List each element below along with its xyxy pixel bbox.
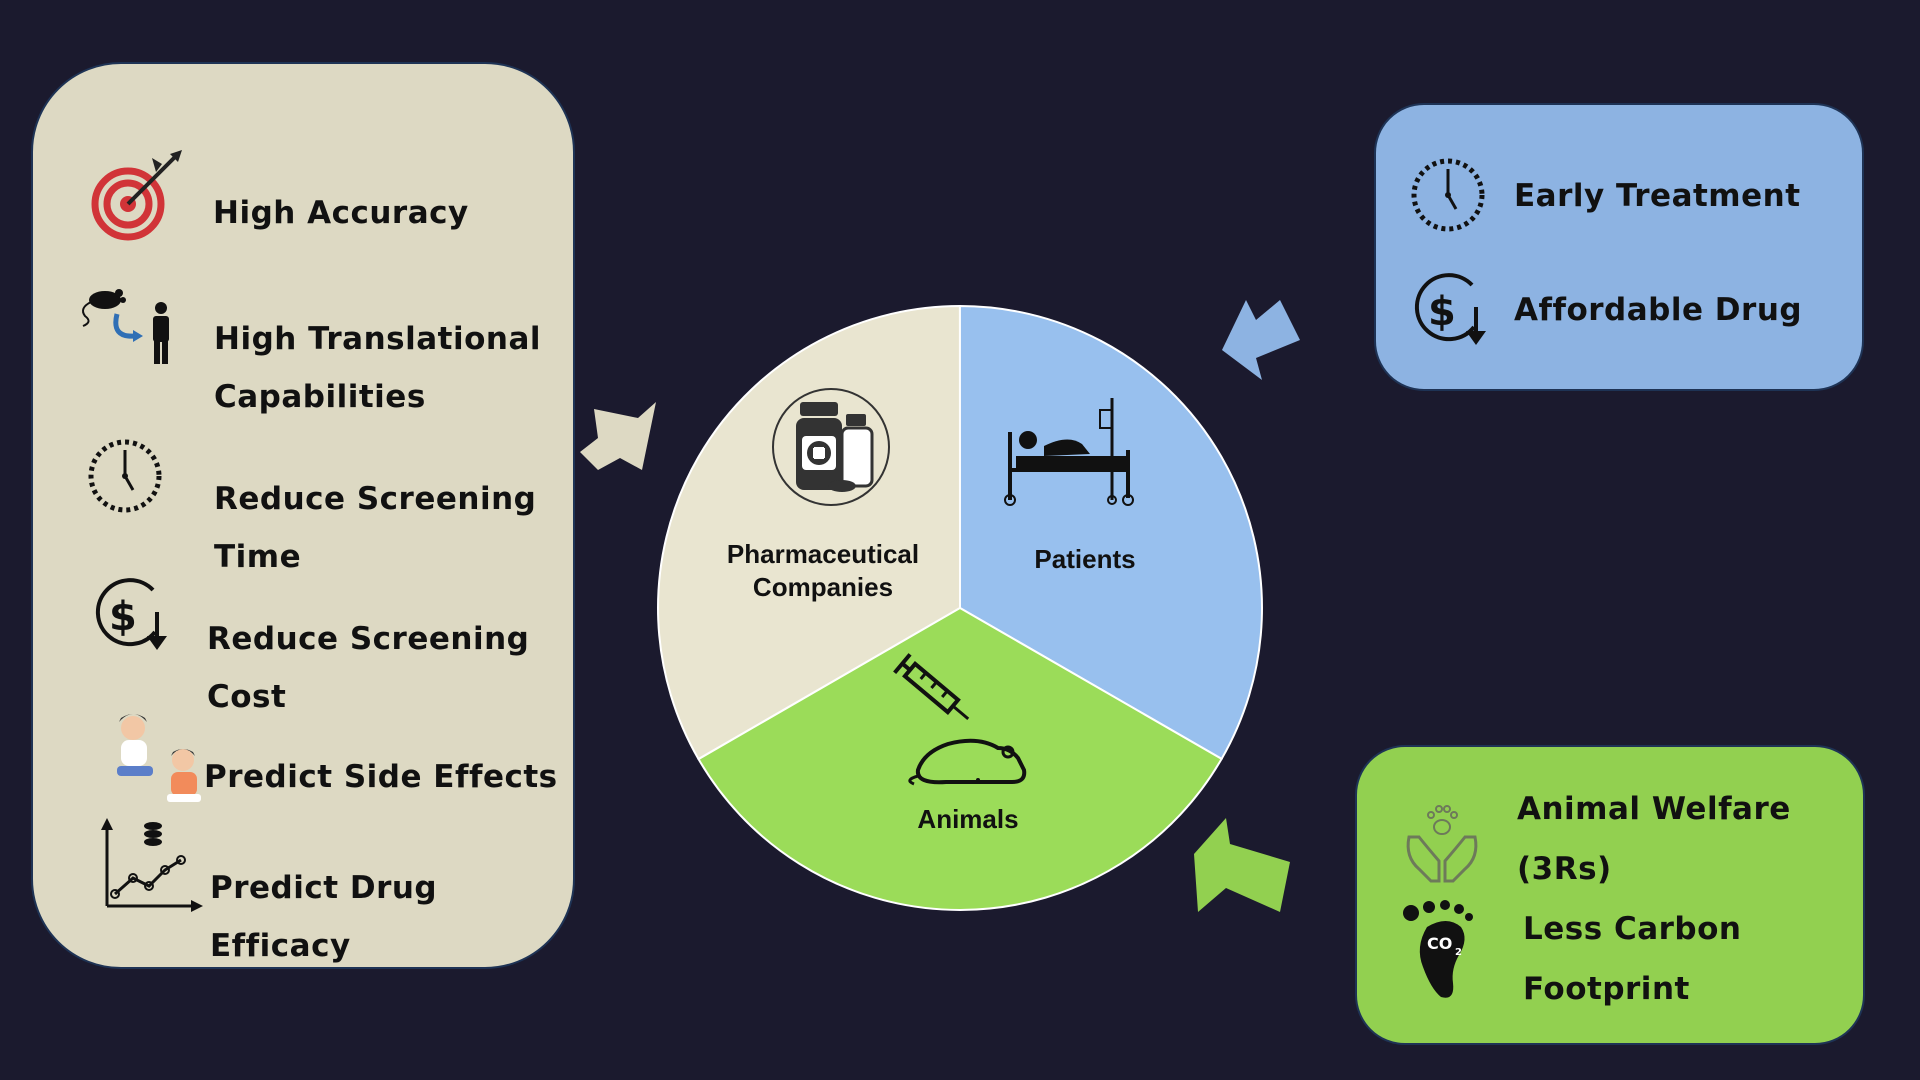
- dollar-down-icon: $: [1414, 273, 1486, 345]
- dollar-down-icon: $: [95, 578, 167, 650]
- mouse-to-human-icon: [82, 289, 169, 364]
- benefit-label-high-accuracy: High Accuracy: [213, 195, 469, 231]
- growth-chart-icon: [101, 818, 203, 912]
- benefits-panel-left: High Accuracy High Translational Capabil…: [31, 62, 575, 969]
- medicine-bottles-icon: [772, 388, 890, 506]
- pie-label-companies-line2: Companies: [753, 572, 893, 602]
- co2-footprint-icon: CO 2: [1403, 900, 1473, 998]
- benefits-panel-animals: Animal Welfare (3Rs) Less Carbon Footpri…: [1355, 745, 1865, 1045]
- pie-segment-companies: [656, 304, 962, 761]
- benefit-label-drug-efficacy: Predict Drug Efficacy: [210, 870, 438, 964]
- syringe-mouse-icon: [893, 653, 1027, 786]
- pie-label-companies-line1: Pharmaceutical: [727, 539, 919, 569]
- co2-text: CO: [1427, 934, 1452, 953]
- pie-segment-animals: [697, 606, 1223, 911]
- sick-people-icon: [117, 714, 201, 802]
- svg-text:$: $: [1428, 289, 1456, 335]
- arrow-animals-to-pie: [1194, 818, 1290, 912]
- benefit-label-translational: High Translational Capabilities: [214, 321, 541, 415]
- stakeholder-pie: [656, 304, 1263, 911]
- clock-icon: [1411, 158, 1485, 232]
- benefits-panel-patients: Early Treatment Affordable Drug $: [1374, 103, 1864, 391]
- hospital-bed-icon: [1004, 398, 1134, 506]
- benefit-label-screening-time: Reduce Screening Time: [214, 481, 537, 575]
- benefit-label-animal-welfare: Animal Welfare (3Rs): [1517, 791, 1791, 887]
- benefit-label-affordable-drug: Affordable Drug: [1514, 292, 1803, 328]
- benefit-label-screening-cost: Reduce Screening Cost: [207, 621, 530, 715]
- pie-label-animals: Animals: [917, 804, 1018, 834]
- pie-label-patients: Patients: [1034, 544, 1135, 574]
- clock-icon: [88, 439, 162, 513]
- arrow-left-to-pie: [580, 402, 656, 470]
- target-dart-icon: [91, 150, 182, 241]
- pie-segment-patients: [958, 304, 1263, 761]
- svg-text:$: $: [109, 594, 137, 640]
- benefit-label-side-effects: Predict Side Effects: [204, 759, 558, 795]
- co2-subscript: 2: [1455, 947, 1462, 958]
- hands-paw-icon: [1406, 805, 1478, 883]
- benefit-label-early-treatment: Early Treatment: [1514, 178, 1801, 214]
- arrow-patients-to-pie: [1222, 300, 1300, 380]
- benefit-label-carbon-footprint: Less Carbon Footprint: [1523, 911, 1742, 1007]
